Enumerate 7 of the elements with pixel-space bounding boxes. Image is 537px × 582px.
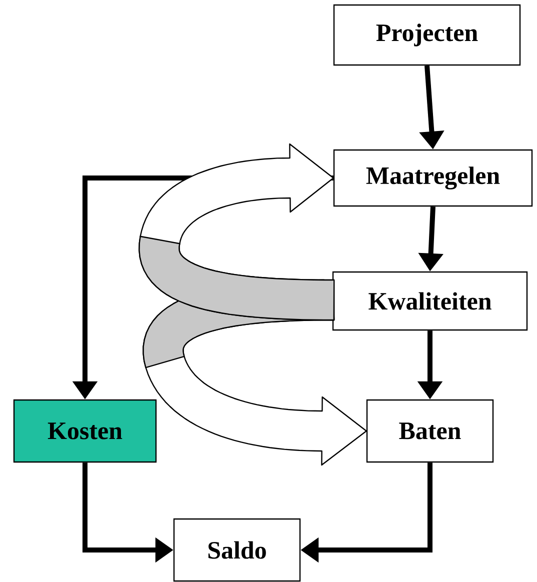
- process-box: Maatregelen: [333, 149, 533, 207]
- process-box: Kosten: [13, 399, 157, 463]
- process-box: Projecten: [333, 4, 521, 66]
- curved-arrow: [138, 143, 335, 321]
- process-box: Baten: [366, 399, 494, 463]
- process-box: Saldo: [173, 518, 301, 582]
- process-box: Kwaliteiten: [332, 271, 528, 331]
